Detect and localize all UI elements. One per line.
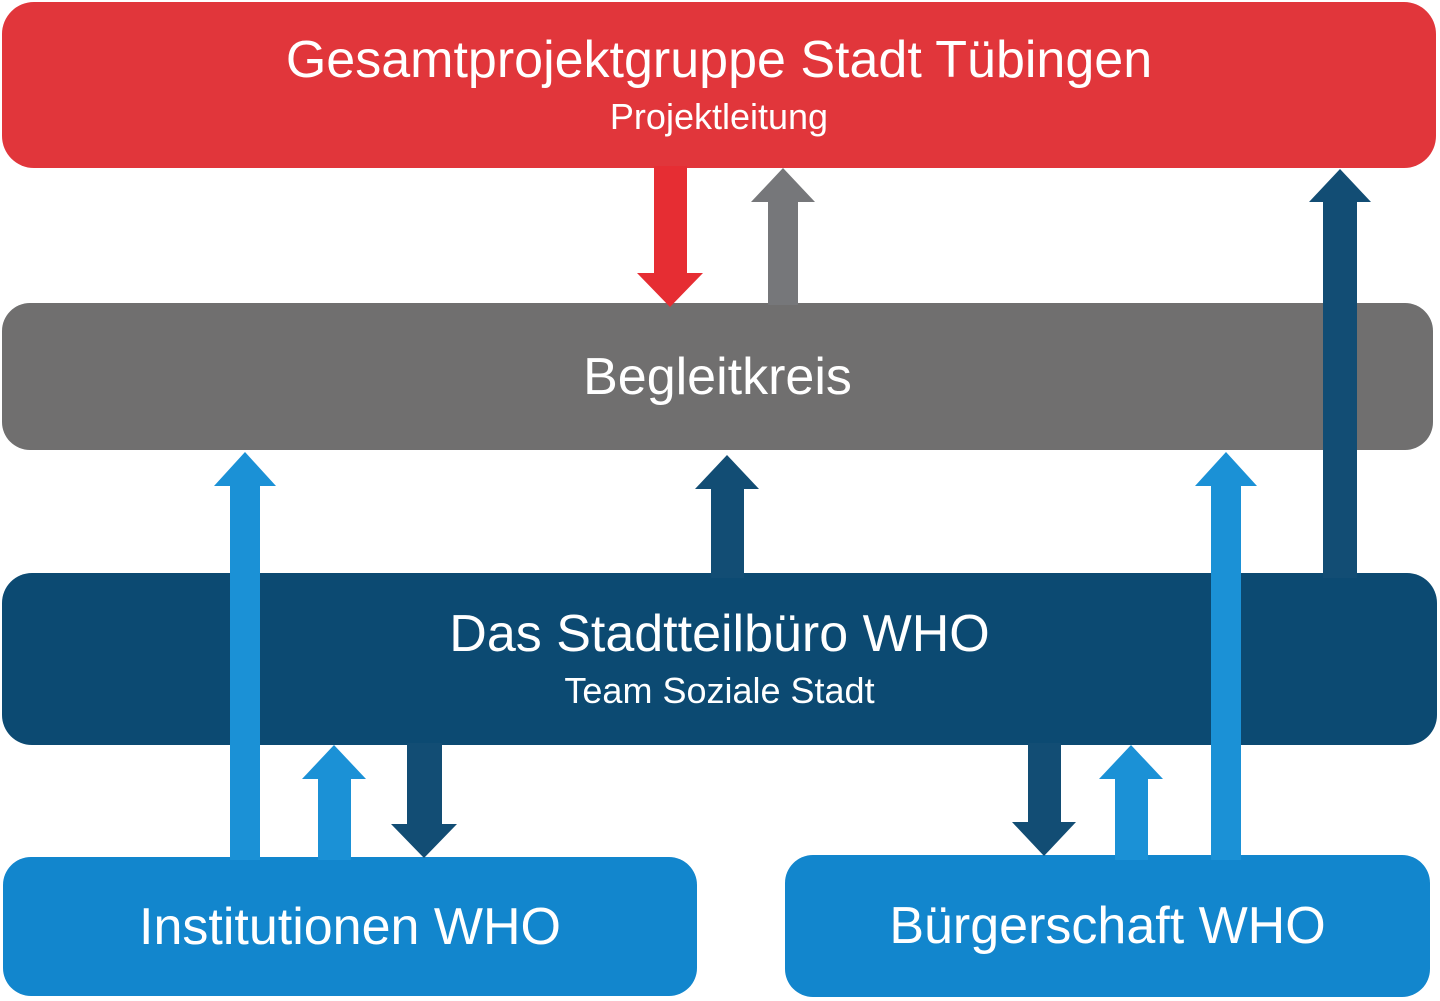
begleitkreis-title: Begleitkreis bbox=[583, 347, 852, 406]
box-buergerschaft: Bürgerschaft WHO bbox=[785, 855, 1430, 997]
arrow-institutionen-to-stadtteilbuero-icon bbox=[302, 745, 366, 860]
gesamtprojektgruppe-subtitle: Projektleitung bbox=[609, 96, 829, 137]
stadtteilbuero-subtitle: Team Soziale Stadt bbox=[564, 670, 875, 711]
arrow-stadtteilbuero-to-buergerschaft-icon bbox=[1012, 743, 1076, 856]
box-begleitkreis: Begleitkreis bbox=[2, 303, 1433, 450]
arrow-institutionen-to-begleitkreis-icon bbox=[214, 452, 276, 860]
institutionen-title: Institutionen WHO bbox=[139, 897, 561, 956]
arrow-stadtteilbuero-to-institutionen-icon bbox=[391, 743, 457, 858]
box-institutionen: Institutionen WHO bbox=[3, 857, 697, 996]
gesamtprojektgruppe-title: Gesamtprojektgruppe Stadt Tübingen bbox=[285, 31, 1153, 89]
arrow-buergerschaft-to-stadtteilbuero-icon bbox=[1099, 745, 1163, 860]
arrow-buergerschaft-to-begleitkreis-icon bbox=[1195, 452, 1257, 860]
arrow-begleitkreis-to-projektleitung-icon bbox=[751, 168, 815, 305]
box-gesamtprojektgruppe: Gesamtprojektgruppe Stadt Tübingen Proje… bbox=[2, 2, 1436, 168]
arrow-stadtteilbuero-to-projektleitung-icon bbox=[1309, 169, 1371, 578]
arrow-stadtteilbuero-to-begleitkreis-icon bbox=[695, 455, 759, 578]
arrow-projektleitung-to-begleitkreis-icon bbox=[637, 166, 703, 307]
buergerschaft-title: Bürgerschaft WHO bbox=[889, 897, 1326, 955]
stadtteilbuero-title: Das Stadtteilbüro WHO bbox=[449, 605, 990, 663]
